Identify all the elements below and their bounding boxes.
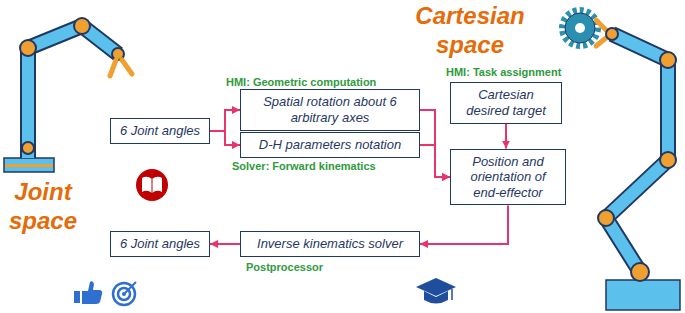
box-text: Cartesian desired target [456, 87, 556, 118]
gear-hub [575, 23, 585, 33]
robot-gripper [110, 60, 132, 76]
robot-joint [606, 28, 618, 40]
icon-circle [136, 169, 168, 201]
stage-label: HMI: Task assignment [446, 66, 561, 78]
cap-tassel [451, 289, 453, 300]
robot-joint [22, 142, 34, 154]
box-text: 6 Joint angles [116, 123, 204, 139]
robot-base [606, 280, 680, 310]
box-text: Position and orientation of end-effector [456, 154, 560, 201]
robot-arm [28, 26, 118, 158]
flow-arrow [420, 145, 450, 177]
robot-arm-outline [28, 26, 118, 158]
process-box: D-H parameters notation [240, 132, 420, 158]
target-icon [113, 282, 136, 305]
book-icon [136, 169, 168, 201]
flow-arrow [420, 205, 508, 244]
robot-joint [660, 52, 676, 68]
box-text: Spatial rotation about 6 arbitrary axes [246, 94, 414, 125]
robot-arm-left [4, 18, 132, 172]
process-box: Spatial rotation about 6 arbitrary axes [240, 89, 420, 130]
stage-label: Postprocessor [246, 261, 323, 273]
thumb-cuff [74, 291, 80, 303]
thumb-hand [82, 281, 102, 304]
cap-top [416, 278, 456, 296]
space-title: Joint space [2, 178, 84, 236]
robot-joint [20, 40, 36, 56]
book-spine [152, 179, 153, 193]
target-ring [113, 283, 135, 305]
robot-joint [598, 210, 614, 226]
target-box: Cartesian desired target [450, 82, 562, 123]
robot-base [4, 158, 54, 172]
space-title: Cartesian space [400, 2, 540, 60]
cap-band [424, 291, 448, 304]
robot-joint [660, 152, 676, 168]
robot-arm [606, 34, 668, 272]
process-box: 6 Joint angles [110, 231, 210, 257]
flow-arrow [210, 243, 240, 245]
gear-teeth [562, 10, 598, 46]
target-dart [124, 282, 136, 294]
stage-label: HMI: Geometric computation [226, 76, 376, 88]
flow-arrow [210, 110, 240, 131]
flow-arrow [420, 110, 450, 177]
box-text: Inverse kinematics solver [246, 236, 414, 252]
robot-gripper [596, 20, 606, 46]
robot-arm-outline [606, 34, 668, 272]
robot-joint [74, 18, 90, 34]
flow-arrow [210, 131, 240, 145]
graduation-cap-icon [416, 278, 456, 304]
box-text: D-H parameters notation [246, 137, 414, 153]
box-text: 6 Joint angles [116, 236, 204, 252]
stage-label: Solver: Forward kinematics [232, 160, 376, 172]
process-box: 6 Joint angles [110, 118, 210, 144]
thumbs-up-icon [74, 281, 102, 304]
process-box: Inverse kinematics solver [240, 231, 420, 257]
robot-base-stripe [5, 164, 53, 167]
book-shape [142, 177, 162, 193]
robot-arm-right [562, 10, 680, 310]
process-box: Position and orientation of end-effector [450, 149, 566, 206]
gear [565, 13, 595, 43]
robot-joint [631, 263, 649, 281]
flow-arrow [505, 124, 507, 149]
